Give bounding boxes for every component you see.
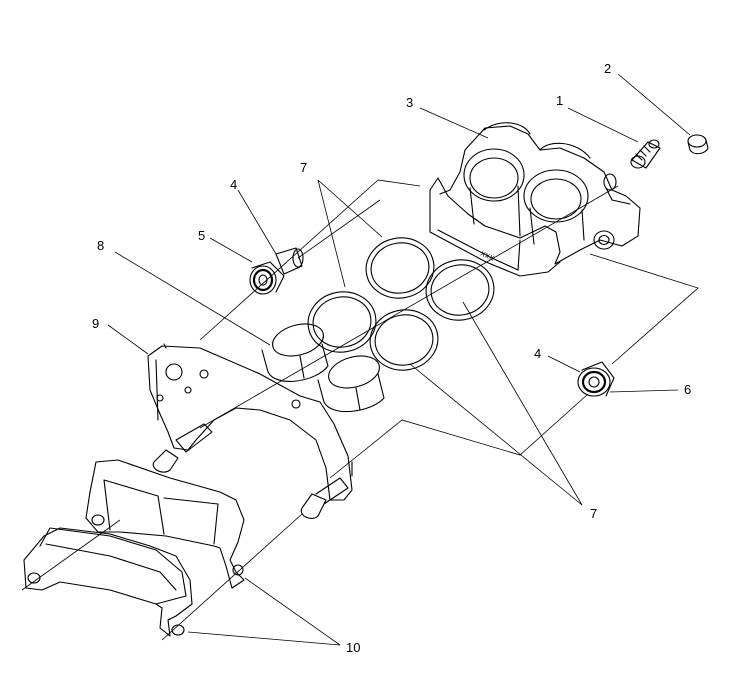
callout-9: 9 xyxy=(92,316,99,331)
callout-3: 3 xyxy=(406,95,413,110)
alignment-line-lower xyxy=(329,393,589,479)
callout-labels: 1 2 3 4 5 7 8 9 4 6 7 10 xyxy=(92,61,691,655)
leader-7b-left xyxy=(409,363,583,506)
leader-5 xyxy=(209,237,253,263)
brake-pad-outer xyxy=(23,527,193,637)
piston-seals-lower xyxy=(369,259,495,371)
callout-4-upper: 4 xyxy=(230,177,237,192)
callout-1: 1 xyxy=(556,93,563,108)
alignment-line-upper xyxy=(199,179,421,341)
callout-10: 10 xyxy=(346,640,360,655)
leader-10-left xyxy=(187,631,341,646)
piston-seals-upper xyxy=(307,237,435,353)
caliper-housing: XXX xyxy=(429,122,641,277)
bleeder-screw xyxy=(630,139,661,169)
caliper-bracket xyxy=(147,343,353,519)
leader-2 xyxy=(617,73,691,136)
callout-5: 5 xyxy=(198,228,205,243)
pistons xyxy=(261,323,385,413)
leader-10-right xyxy=(244,577,341,646)
leader-8 xyxy=(114,251,271,346)
lower-bushing xyxy=(577,361,615,397)
leader-1 xyxy=(567,107,639,143)
leader-3 xyxy=(419,107,489,139)
leader-lines xyxy=(107,73,691,646)
brake-pad-inner xyxy=(85,459,245,589)
leader-7b-right xyxy=(462,301,583,506)
leader-7a-left xyxy=(317,179,346,288)
alignment-lines xyxy=(21,179,699,641)
leader-4a xyxy=(237,189,277,255)
alignment-line-pin xyxy=(199,185,619,429)
leader-7a-right xyxy=(317,179,383,238)
callout-8: 8 xyxy=(97,238,104,253)
callout-2: 2 xyxy=(604,61,611,76)
callout-7-lower: 7 xyxy=(590,506,597,521)
callout-7-upper: 7 xyxy=(300,160,307,175)
callout-6: 6 xyxy=(684,382,691,397)
alignment-line-pad-lower xyxy=(161,513,303,641)
alignment-line-bolt-top xyxy=(297,199,381,259)
leader-6 xyxy=(609,389,679,393)
upper-bolt-and-bushing xyxy=(249,247,304,295)
callout-4-lower: 4 xyxy=(534,346,541,361)
housing-stamp: XXX xyxy=(479,250,495,262)
alignment-line-right xyxy=(589,253,699,365)
leader-4b xyxy=(547,355,581,373)
bleeder-cap xyxy=(687,134,709,155)
leader-9 xyxy=(107,324,149,355)
